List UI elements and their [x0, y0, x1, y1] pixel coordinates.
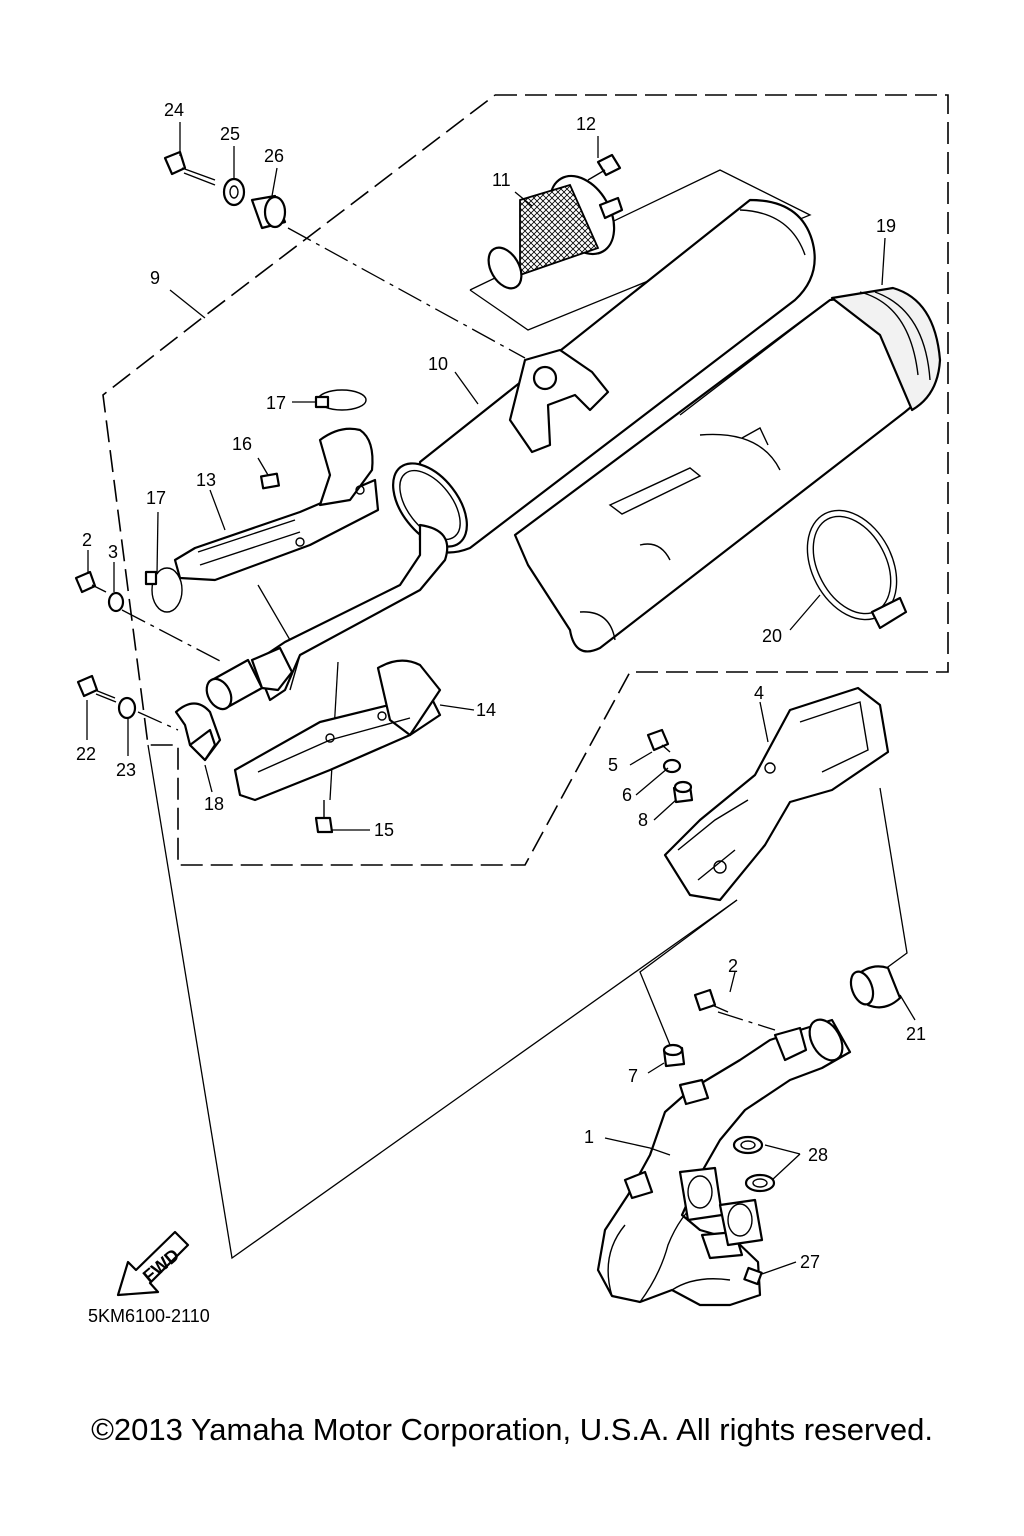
callout-16: 16 [232, 434, 252, 454]
gasket-part-21 [849, 965, 902, 1009]
callout-3: 3 [108, 542, 118, 562]
callout-11: 11 [492, 170, 511, 190]
washer-part-23 [117, 696, 137, 720]
callout-13: 13 [196, 470, 216, 490]
callout-6: 6 [622, 785, 632, 805]
alignment-line-bolt-2b [717, 1011, 776, 1031]
copyright-notice: ©2013 Yamaha Motor Corporation, U.S.A. A… [91, 1412, 933, 1447]
bolt-part-2-upper [74, 570, 107, 594]
bolt-part-2-lower [693, 988, 729, 1013]
bolt-part-15 [314, 800, 334, 834]
callout-21: 21 [906, 1024, 926, 1044]
part-number-code: 5KM6100-2110 [88, 1306, 210, 1326]
muffler-inlet-pipe [205, 523, 449, 711]
clamp-part-17-lower [144, 567, 183, 613]
callout-leaders [86, 122, 916, 1275]
callout-19: 19 [876, 216, 896, 236]
forward-arrow-icon: FWD [116, 1230, 190, 1297]
heat-protector-part-4 [663, 686, 890, 902]
washer-part-25 [222, 177, 246, 207]
callout-18: 18 [204, 794, 224, 814]
callout-7: 7 [628, 1066, 638, 1086]
alignment-line-lower-left [147, 744, 738, 1260]
nut-part-27 [743, 1266, 763, 1286]
callout-27: 27 [800, 1252, 820, 1272]
callout-15: 15 [374, 820, 394, 840]
callout-10: 10 [428, 354, 448, 374]
clamp-part-17-upper [314, 389, 367, 411]
callout-26: 26 [264, 146, 284, 166]
callout-17: 17 [266, 393, 286, 413]
alignment-line-bracket [287, 227, 526, 359]
washer-part-3 [107, 591, 125, 613]
callout-12: 12 [576, 114, 596, 134]
alignment-line-cover-4 [869, 787, 908, 981]
collar-part-7 [662, 1043, 686, 1068]
callout-20: 20 [762, 626, 782, 646]
exhaust-pipe-part-1 [596, 1018, 852, 1307]
callout-labels: 1 2 2 3 4 5 6 7 8 9 10 11 12 13 14 15 16… [76, 100, 926, 1272]
muffler-cover-part-19 [513, 286, 942, 653]
callout-22: 22 [76, 744, 96, 764]
callout-25: 25 [220, 124, 240, 144]
washer-part-6 [662, 758, 682, 774]
callout-28: 28 [808, 1145, 828, 1165]
muffler-body-part-10 [392, 198, 816, 554]
screw-part-12 [587, 153, 622, 181]
callout-1: 1 [584, 1127, 594, 1147]
callout-4: 4 [754, 683, 764, 703]
muffler-clamp-part-20 [806, 509, 908, 630]
spark-arrestor-part-11 [487, 174, 624, 290]
callout-23: 23 [116, 760, 136, 780]
callout-5: 5 [608, 755, 618, 775]
alignment-line-bolt-3 [121, 609, 223, 663]
pipe-cover-part-13 [173, 427, 380, 582]
nut-part-16 [259, 472, 281, 490]
callout-2b: 2 [728, 956, 738, 976]
gasket-part-28 [732, 1135, 776, 1193]
bolt-part-22 [76, 674, 117, 703]
collar-part-26 [250, 194, 287, 230]
alignment-line-bolt-7 [639, 899, 738, 1046]
alignment-line-13-14 [257, 584, 291, 641]
callout-14: 14 [476, 700, 496, 720]
callout-24: 24 [164, 100, 184, 120]
callout-2: 2 [82, 530, 92, 550]
collar-part-8 [672, 780, 694, 804]
spark-arrestor-outline [469, 169, 812, 331]
bolt-part-24 [163, 150, 216, 186]
clamp-part-18 [174, 702, 222, 762]
alignment-line-bolt-23 [137, 711, 179, 731]
bolt-part-5 [646, 728, 671, 753]
callout-17b: 17 [146, 488, 166, 508]
callout-8: 8 [638, 810, 648, 830]
callout-9: 9 [150, 268, 160, 288]
pipe-cover-part-14 [233, 659, 442, 802]
